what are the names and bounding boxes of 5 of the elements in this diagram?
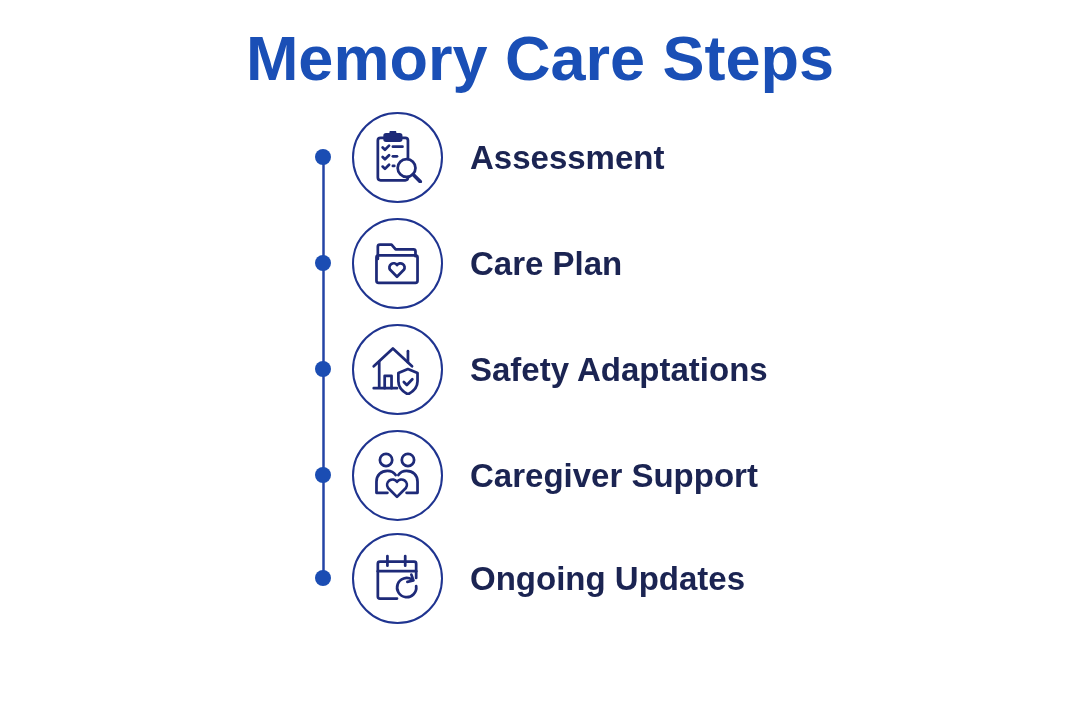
step-label: Safety Adaptations (470, 352, 768, 386)
step-label: Assessment (470, 140, 665, 174)
step-label: Ongoing Updates (470, 561, 745, 595)
step-label: Caregiver Support (470, 458, 758, 492)
step-label: Care Plan (470, 246, 623, 280)
